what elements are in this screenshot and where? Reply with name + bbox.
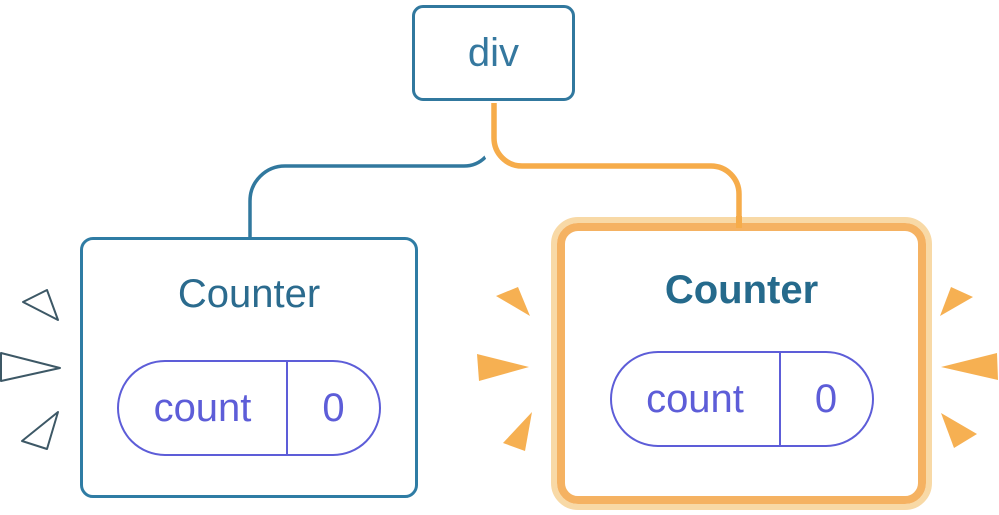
left-counter-spark-group	[0, 289, 61, 450]
state-key-label: count	[612, 353, 781, 445]
state-pill: count 0	[117, 360, 381, 456]
burst-spark-icon	[21, 411, 59, 450]
edge-div-to-left-counter	[248, 103, 496, 242]
node-div-label: div	[467, 30, 520, 75]
node-counter-right: Counter count 0	[557, 223, 926, 504]
burst-spark-icon	[941, 353, 998, 380]
counter-title: Counter	[177, 272, 321, 316]
right-counter-spark-group	[477, 287, 998, 451]
state-value: 0	[814, 376, 838, 421]
state-key-label: count	[119, 362, 288, 454]
counter-title: Counter	[664, 268, 819, 312]
burst-spark-icon	[0, 352, 61, 382]
burst-spark-icon	[503, 412, 532, 451]
node-div: div	[412, 5, 575, 101]
edge-div-to-right-counter	[491, 103, 742, 233]
burst-spark-icon	[940, 287, 973, 316]
state-pill: count 0	[609, 351, 874, 447]
burst-spark-icon	[22, 289, 59, 321]
burst-spark-icon	[477, 354, 529, 381]
state-value: 0	[322, 385, 345, 430]
burst-spark-icon	[941, 413, 977, 448]
pipe-stripe-into-ring	[736, 216, 742, 228]
node-counter-left: Counter count 0	[80, 237, 418, 498]
burst-spark-icon	[496, 287, 530, 316]
node-counter-right-highlight-ring: Counter count 0	[551, 217, 932, 510]
